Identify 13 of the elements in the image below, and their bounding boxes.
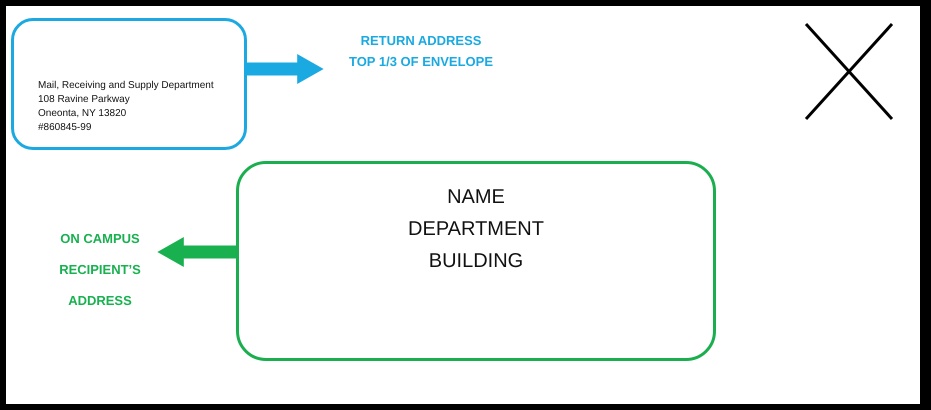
arrow <box>157 237 236 267</box>
note-text: RETURN ADDRESS TOP 1/3 OF ENVELOPE <box>348 32 494 71</box>
address-field-label: BUILDING <box>428 249 524 274</box>
return-address-box <box>11 18 247 150</box>
arrow <box>247 54 324 84</box>
address-line: #860845-99 <box>38 121 92 135</box>
note-text: ON CAMPUS RECIPIENT’S ADDRESS <box>58 230 142 310</box>
recipient-address-box <box>236 161 716 361</box>
address-line: Mail, Receiving and Supply Department <box>38 79 215 93</box>
address-field-label: DEPARTMENT <box>407 217 545 242</box>
address-field-label: NAME <box>446 185 506 210</box>
address-line: Oneonta, NY 13820 <box>38 107 128 121</box>
address-line: 108 Ravine Parkway <box>38 93 131 107</box>
